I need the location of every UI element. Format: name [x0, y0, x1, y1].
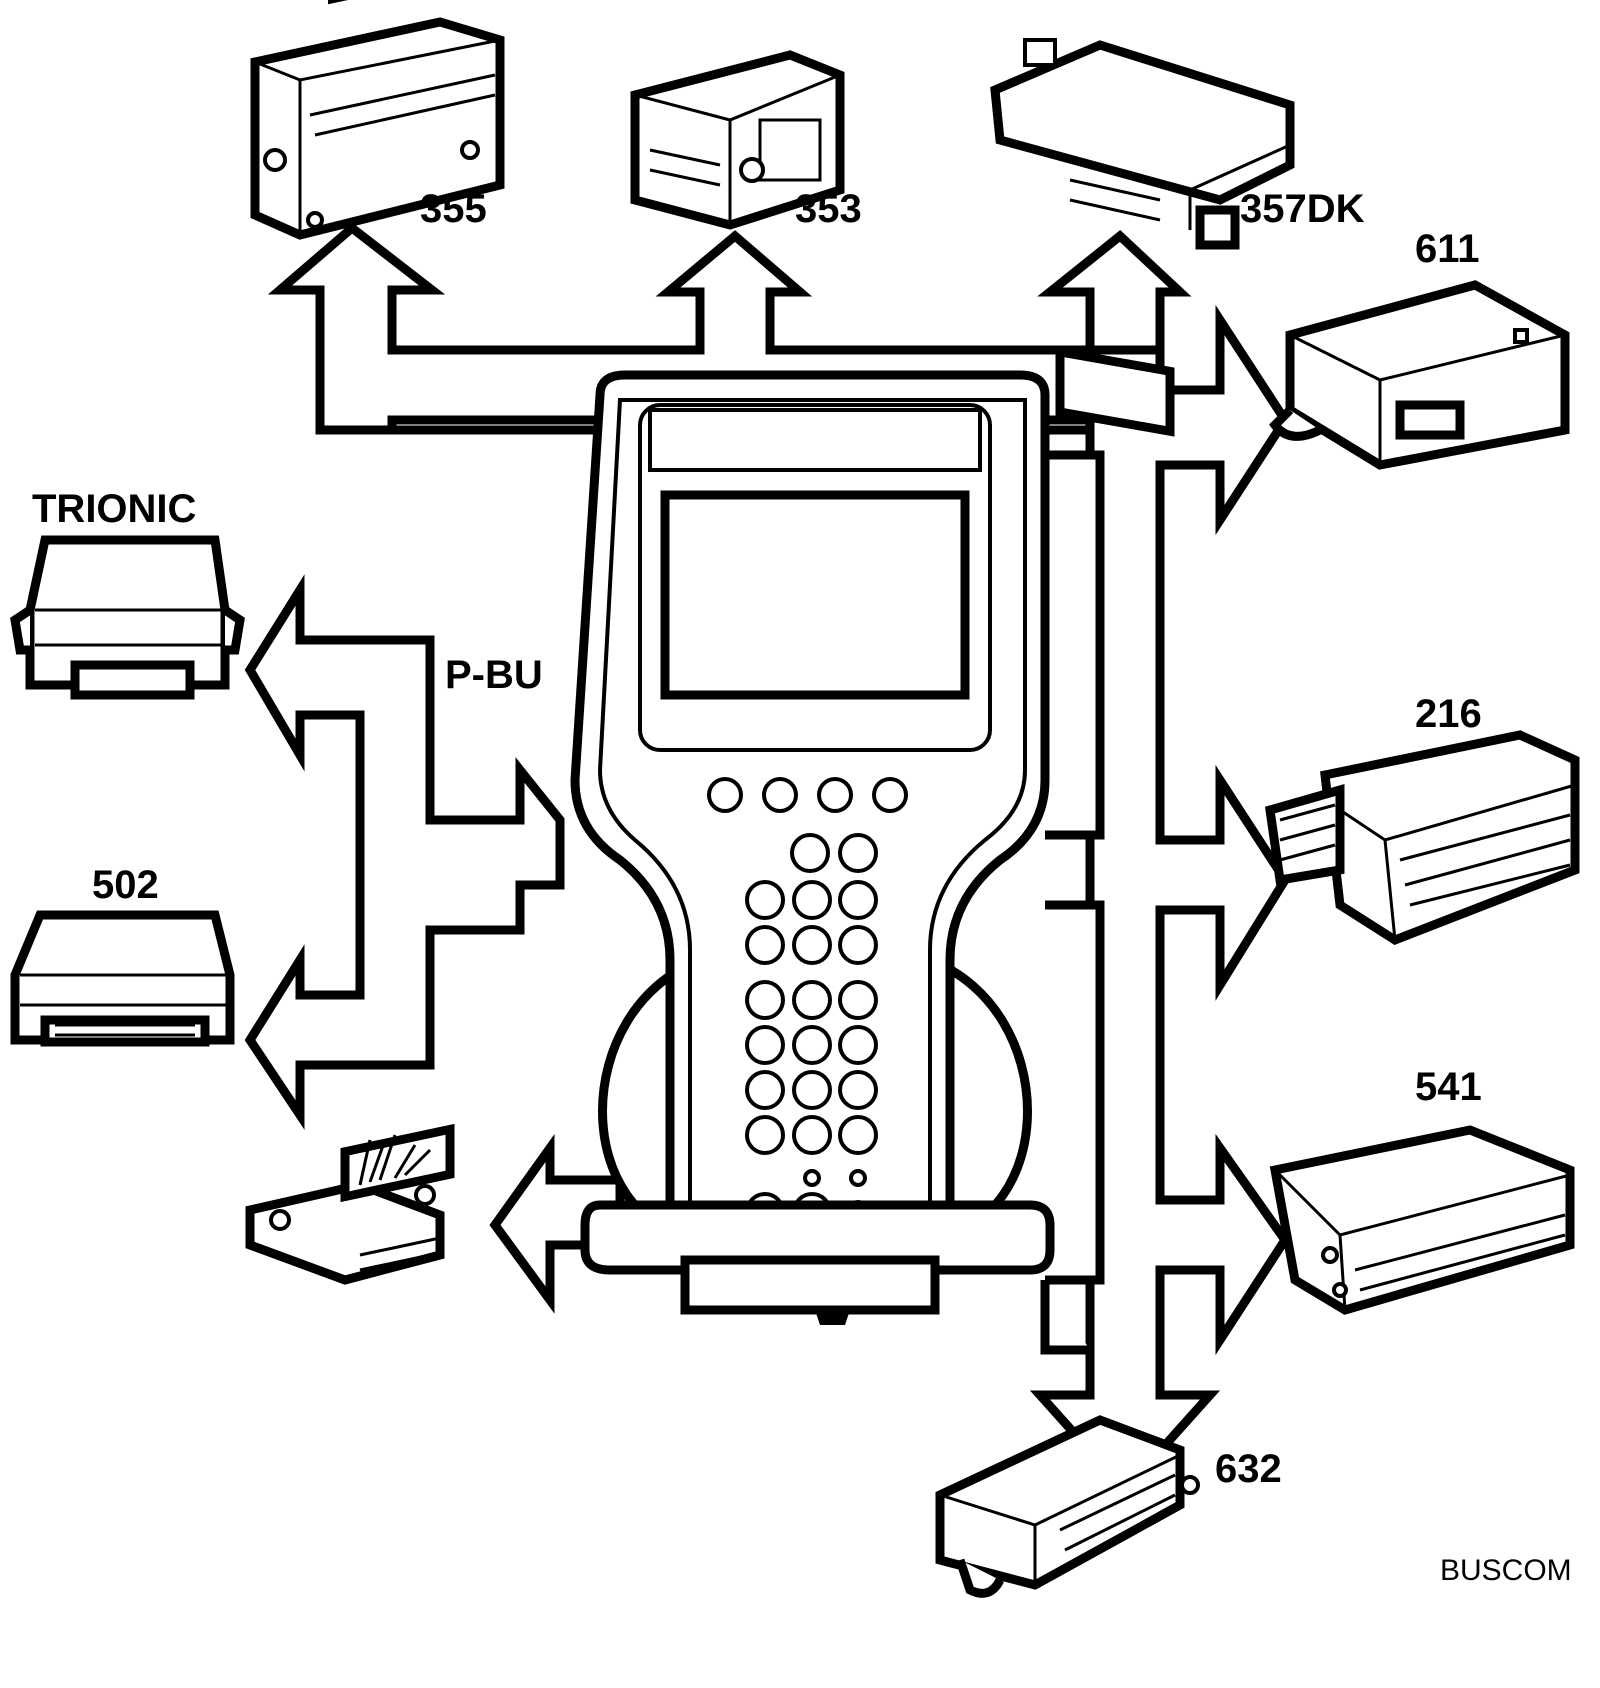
function-button-2 [762, 777, 798, 813]
function-button-3 [817, 777, 853, 813]
key [745, 1070, 785, 1110]
key [792, 880, 832, 920]
key [838, 880, 878, 920]
module-dlc-connector-illustration [245, 1123, 455, 1285]
function-buttons [707, 777, 908, 813]
key [838, 1025, 878, 1065]
function-button-4 [872, 777, 908, 813]
key [849, 1169, 867, 1187]
key [838, 1115, 878, 1155]
screen-display [660, 490, 970, 700]
key [745, 1115, 785, 1155]
label-632: 632 [1215, 1447, 1282, 1491]
key [745, 925, 785, 965]
tech2-scan-tool [570, 370, 1055, 1325]
module-trionic-illustration [10, 535, 245, 700]
module-labels: 355 353 357DK 611 TRIONIC 502 216 541 63… [32, 187, 1572, 1587]
label-502: 502 [92, 863, 159, 907]
function-button-1 [707, 777, 743, 813]
label-357dk: 357DK [1240, 187, 1365, 231]
bus-arrow-left-trionic [244, 574, 565, 1130]
key [838, 1070, 878, 1110]
device-bottom [680, 1255, 940, 1315]
module-502-illustration [10, 910, 235, 1047]
bracket-upper [1045, 450, 1105, 840]
key [792, 1115, 832, 1155]
label-611: 611 [1415, 227, 1480, 271]
cable-plug [815, 1310, 850, 1325]
label-541: 541 [1415, 1065, 1482, 1109]
label-355: 355 [420, 187, 487, 231]
label-trionic: TRIONIC [32, 487, 196, 531]
key [745, 880, 785, 920]
label-216: 216 [1415, 692, 1482, 736]
module-541-illustration [1269, 1125, 1575, 1315]
key [745, 980, 785, 1020]
key [838, 925, 878, 965]
bus-spur-lower [1040, 1280, 1090, 1355]
key [792, 1025, 832, 1065]
label-p-bus: P-BU [445, 653, 543, 697]
key [838, 980, 878, 1020]
module-353-illustration [630, 50, 845, 230]
key [792, 980, 832, 1020]
key [838, 833, 878, 873]
module-611-illustration [1269, 280, 1570, 470]
key [790, 833, 830, 873]
screen-top-panel [648, 408, 982, 472]
bus-arrow-connector [489, 1133, 625, 1314]
key [803, 1169, 821, 1187]
module-632-illustration [935, 1415, 1200, 1598]
bracket-lower [1045, 900, 1105, 1285]
label-353: 353 [795, 187, 862, 231]
left-bus-arrows [244, 574, 625, 1314]
module-216-illustration [1264, 730, 1580, 946]
key [792, 1070, 832, 1110]
handle-band [580, 1200, 1055, 1275]
module-355-illustration [250, 0, 505, 240]
module-357dk-illustration [990, 38, 1295, 437]
key [745, 1025, 785, 1065]
key [792, 925, 832, 965]
figure-code: BUSCOM [1440, 1554, 1572, 1587]
right-bus-arrows [1029, 304, 1291, 1497]
